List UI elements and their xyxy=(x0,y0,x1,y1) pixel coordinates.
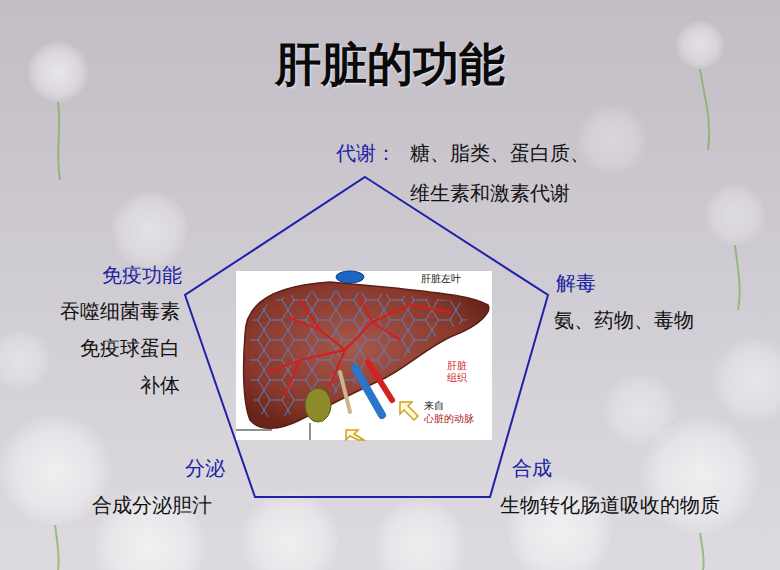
vena-cava xyxy=(336,271,364,283)
function-heading: 代谢： xyxy=(336,133,396,173)
leader-line xyxy=(310,423,311,440)
function-body: 氨、药物、毒物 xyxy=(554,307,694,333)
liver-illustration xyxy=(236,271,492,440)
leader-line xyxy=(236,430,272,431)
artery-pipe xyxy=(368,362,392,400)
flow-arrow xyxy=(400,402,418,420)
function-body: 合成分泌胆汁 xyxy=(92,492,212,518)
slide-title: 肝脏的功能 xyxy=(275,36,505,92)
flow-arrow xyxy=(346,430,364,440)
function-body: 吞噬细菌毒素 xyxy=(60,298,180,324)
gallbladder xyxy=(305,388,331,422)
bokeh-circles xyxy=(0,21,780,570)
bile-duct xyxy=(340,372,350,412)
function-heading: 分泌 xyxy=(185,455,225,481)
pentagon-outline xyxy=(185,177,548,497)
function-heading: 免疫功能 xyxy=(102,262,182,288)
function-body: 免疫球蛋白 xyxy=(80,335,180,361)
function-heading: 合成 xyxy=(512,455,552,481)
picture-label: 肝脏左叶 xyxy=(421,273,461,285)
function-heading: 解毒 xyxy=(556,270,596,296)
function-body: 生物转化肠道吸收的物质 xyxy=(500,492,720,518)
function-body: 糖、脂类、蛋白质、 维生素和激素代谢 xyxy=(410,133,602,213)
liver-shape xyxy=(244,282,489,428)
picture-label: 心脏的动脉 xyxy=(424,413,474,425)
picture-ground xyxy=(236,271,492,440)
picture-label: 来自 xyxy=(424,400,444,412)
vein-network xyxy=(250,290,478,418)
picture-label: 肝脏组织 xyxy=(447,360,467,384)
function-body: 补体 xyxy=(140,372,180,398)
dandelion-stems xyxy=(55,69,740,570)
